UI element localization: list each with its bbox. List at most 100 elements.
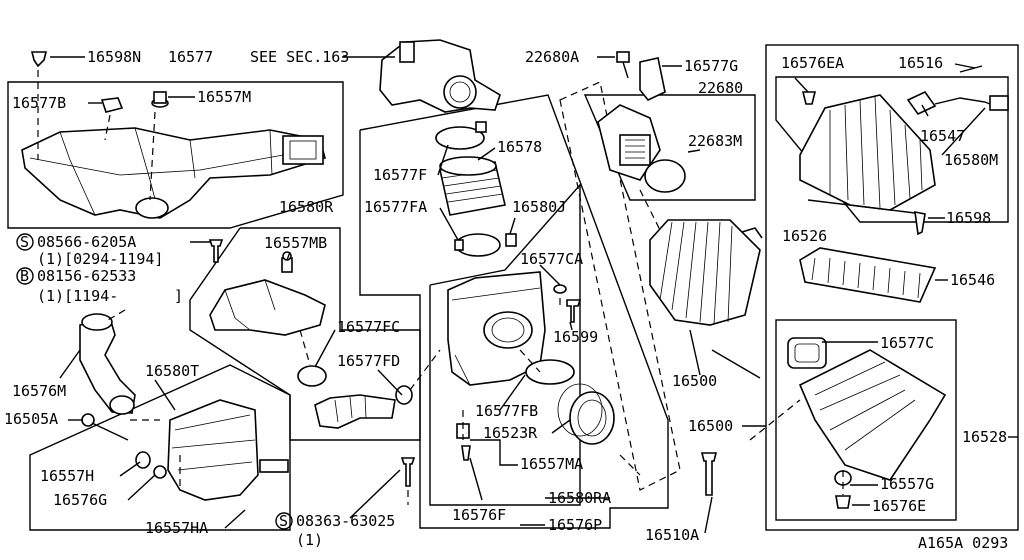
label-16500-b: 16500 <box>688 417 733 435</box>
label-16557HA: 16557HA <box>145 519 208 537</box>
label-bolt-08566-qty: (1)[0294-1194] <box>37 250 163 268</box>
label-16577G: 16577G <box>684 57 738 75</box>
grommet-16580J <box>505 233 517 247</box>
label-16577B: 16577B <box>12 94 66 112</box>
clamp-16577FB <box>525 359 575 385</box>
label-16580T: 16580T <box>145 362 199 380</box>
label-16500-a: 16500 <box>672 372 717 390</box>
label-bolt-08363-qty: (1) <box>296 531 323 549</box>
label-16578: 16578 <box>497 138 542 156</box>
marker-circle-b1 <box>16 267 34 285</box>
diagram-code: A165A 0293 <box>918 534 1008 552</box>
grommet-16576E <box>835 495 851 509</box>
label-16557MB: 16557MB <box>264 234 327 252</box>
bolt-16505A <box>81 413 129 441</box>
label-16580J: 16580J <box>512 198 566 216</box>
label-16510A: 16510A <box>645 526 699 544</box>
label-16576EA: 16576EA <box>781 54 844 72</box>
lower-case-frame <box>775 319 957 521</box>
maf-sensor-22680 <box>597 104 661 181</box>
gasket-22683M <box>644 159 686 193</box>
marker-s1: S <box>20 233 29 251</box>
label-22683M: 22683M <box>688 132 742 150</box>
duct-16580R <box>209 279 326 336</box>
bracket-16577G <box>639 57 666 101</box>
label-22680A: 22680A <box>525 48 579 66</box>
label-16577FB: 16577FB <box>475 402 538 420</box>
label-bolt-08363: 08363-63025 <box>296 512 395 530</box>
screw-22680A <box>616 51 630 79</box>
center-frame-outline <box>359 94 669 529</box>
leader-lines <box>37 56 1018 534</box>
element-frame <box>775 76 1009 223</box>
clip-16577B <box>100 97 124 113</box>
label-16523R: 16523R <box>483 424 538 442</box>
bolt-16577CA <box>553 284 567 294</box>
cover-16526 <box>799 94 936 211</box>
label-bolt-08566: 08566-6205A <box>37 233 136 251</box>
label-16526: 16526 <box>782 227 827 245</box>
clip-16598 <box>914 210 926 236</box>
hose-16577FD <box>314 385 413 429</box>
label-16576P: 16576P <box>548 516 602 534</box>
clamp-16577F <box>435 121 487 150</box>
label-16547: 16547 <box>920 127 965 145</box>
filter-element-16546 <box>799 247 937 303</box>
bolt-16510A <box>700 452 718 496</box>
air-cleaner-assembly-16500 <box>649 219 763 379</box>
grommet-16576EA <box>801 91 817 105</box>
label-16546: 16546 <box>950 271 995 289</box>
label-16577FC: 16577FC <box>337 318 400 336</box>
label-16576F: 16576F <box>452 506 506 524</box>
grommet-16598N <box>30 51 48 68</box>
hose-16523R <box>557 383 615 445</box>
marker-s2: S <box>279 512 288 530</box>
label-16577: 16577 <box>168 48 213 66</box>
grommet-16576G <box>153 465 167 479</box>
label-16505A: 16505A <box>4 410 58 428</box>
lower-case-16528 <box>798 349 947 481</box>
label-16580R: 16580R <box>279 198 334 216</box>
grommet-16557MA <box>456 423 471 461</box>
label-16557H: 16557H <box>40 467 94 485</box>
marker-b1: B <box>20 267 29 285</box>
marker-circle-s2 <box>275 512 293 530</box>
label-16580M: 16580M <box>944 151 998 169</box>
label-16557G: 16557G <box>880 475 934 493</box>
harness-16580M <box>934 95 1009 111</box>
label-16577FD: 16577FD <box>337 352 400 370</box>
bolt-08363 <box>400 457 416 487</box>
label-16557M: 16557M <box>197 88 251 106</box>
label-16577CA: 16577CA <box>520 250 583 268</box>
seal-16577C <box>787 337 827 369</box>
label-16577F: 16577F <box>373 166 427 184</box>
label-16599: 16599 <box>553 328 598 346</box>
screw-16516 <box>959 65 983 73</box>
bolt-08566 <box>208 239 224 263</box>
grommet-16557H <box>135 451 151 469</box>
bolt-16599 <box>566 299 582 323</box>
label-bolt-08156: 08156-62533 <box>37 267 136 285</box>
sensor-16547 <box>906 90 937 116</box>
clamp-16577FC <box>297 365 327 387</box>
hose-16576M <box>79 313 136 415</box>
duct-sub-frame <box>189 227 421 441</box>
label-16528: 16528 <box>962 428 1007 446</box>
clamp-16577FA <box>454 233 501 257</box>
label-see-sec: SEE SEC.163 <box>250 48 349 66</box>
throttle-body-drawing <box>379 39 501 113</box>
resonator-16580T <box>167 399 289 501</box>
intake-duct-drawing <box>21 127 326 219</box>
label-16580RA: 16580RA <box>548 489 611 507</box>
label-16576E: 16576E <box>872 497 926 515</box>
label-16516: 16516 <box>898 54 943 72</box>
resonator-frame <box>29 364 291 531</box>
marker-circle-s1 <box>16 233 34 251</box>
label-16576M: 16576M <box>12 382 66 400</box>
intake-duct-frame <box>7 81 344 229</box>
label-16598: 16598 <box>946 209 991 227</box>
label-22680: 22680 <box>698 79 743 97</box>
label-16577C: 16577C <box>880 334 934 352</box>
label-16577FA: 16577FA <box>364 198 427 216</box>
